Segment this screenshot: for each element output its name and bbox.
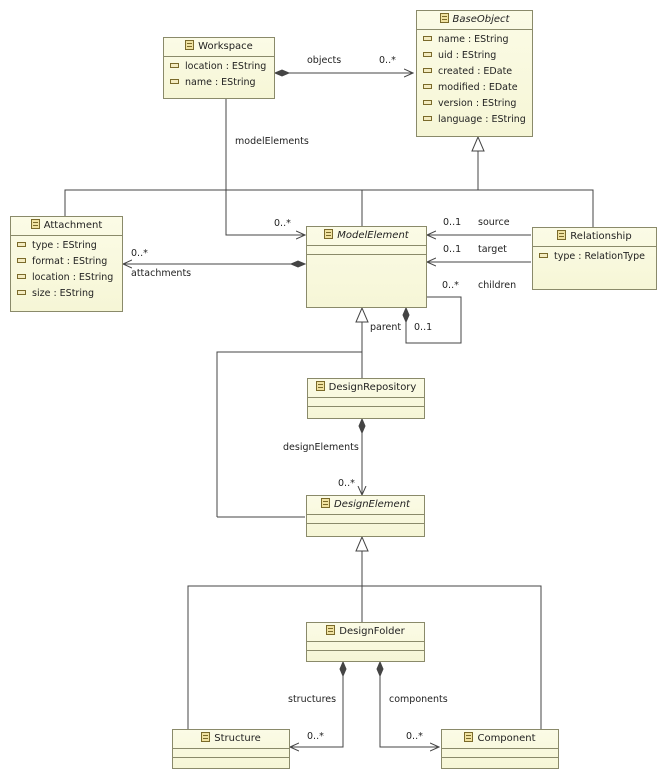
attribute: language : EString bbox=[423, 112, 526, 128]
class-modelelement[interactable]: ModelElement bbox=[306, 226, 427, 308]
inherit-triangle-modelelement bbox=[355, 306, 369, 323]
class-designfolder[interactable]: DesignFolder bbox=[306, 622, 425, 662]
attribute-icon bbox=[423, 52, 432, 57]
attribute-icon bbox=[423, 84, 432, 89]
class-icon bbox=[324, 229, 334, 239]
attribute: name : EString bbox=[423, 32, 526, 48]
attribute-icon bbox=[17, 258, 26, 263]
label-attachments-mult: 0..* bbox=[131, 248, 148, 259]
class-name: Relationship bbox=[570, 231, 632, 242]
label-modelelements: modelElements bbox=[235, 136, 309, 147]
label-objects: objects bbox=[307, 55, 342, 66]
class-attachment[interactable]: Attachment type : EString format : EStri… bbox=[10, 216, 123, 312]
class-name: DesignElement bbox=[334, 499, 410, 510]
inherit-bus bbox=[64, 189, 594, 227]
class-component[interactable]: Component bbox=[441, 729, 559, 769]
class-name: Structure bbox=[214, 733, 261, 744]
class-name: BaseObject bbox=[452, 14, 510, 25]
children-edge bbox=[405, 296, 462, 344]
class-designelement[interactable]: DesignElement bbox=[306, 495, 425, 537]
attribute-icon bbox=[170, 63, 179, 68]
attribute-icon bbox=[17, 290, 26, 295]
attribute-icon bbox=[423, 100, 432, 105]
attribute-icon bbox=[423, 116, 432, 121]
components-diamond bbox=[376, 660, 384, 678]
attribute: location : EString bbox=[170, 59, 268, 75]
class-icon bbox=[315, 381, 325, 391]
attribute-icon bbox=[17, 274, 26, 279]
class-name: DesignRepository bbox=[328, 382, 417, 393]
structures-diamond bbox=[339, 660, 347, 678]
attribute-icon bbox=[17, 242, 26, 247]
class-baseobject[interactable]: BaseObject name : EString uid : EString … bbox=[416, 10, 533, 137]
attribute: version : EString bbox=[423, 96, 526, 112]
attribute: uid : EString bbox=[423, 48, 526, 64]
label-components: components bbox=[389, 694, 448, 705]
class-icon bbox=[326, 625, 336, 635]
designelements-diamond bbox=[358, 417, 366, 435]
attachments-diamond bbox=[289, 260, 307, 268]
label-target-mult: 0..1 bbox=[443, 244, 462, 255]
attribute-icon bbox=[170, 79, 179, 84]
label-source: source bbox=[478, 217, 510, 228]
class-icon bbox=[439, 13, 449, 23]
attribute: type : EString bbox=[17, 238, 116, 254]
components-edge bbox=[379, 676, 439, 747]
attribute: modified : EDate bbox=[423, 80, 526, 96]
attribute-icon bbox=[423, 68, 432, 73]
class-name: ModelElement bbox=[337, 230, 409, 241]
inherit-triangle-designelement bbox=[355, 535, 369, 552]
label-structures: structures bbox=[288, 694, 337, 705]
class-icon bbox=[185, 40, 195, 50]
class-icon bbox=[464, 732, 474, 742]
attribute: size : EString bbox=[17, 286, 116, 302]
children-diamond bbox=[402, 306, 410, 324]
inherit-bus-designelement bbox=[187, 585, 542, 729]
objects-diamond bbox=[273, 69, 291, 77]
class-name: DesignFolder bbox=[339, 626, 405, 637]
class-designrepository[interactable]: DesignRepository bbox=[307, 378, 425, 419]
attribute: location : EString bbox=[17, 270, 116, 286]
label-designelements-mult: 0..* bbox=[338, 478, 355, 489]
label-children: children bbox=[478, 280, 517, 291]
label-parent: parent bbox=[370, 322, 402, 333]
label-children-mult: 0..* bbox=[442, 280, 459, 291]
label-target: target bbox=[478, 244, 507, 255]
class-icon bbox=[321, 498, 331, 508]
label-modelelements-mult: 0..* bbox=[274, 218, 291, 229]
class-icon bbox=[30, 219, 40, 229]
class-name: Workspace bbox=[198, 41, 253, 52]
attribute-icon bbox=[423, 36, 432, 41]
attribute-icon bbox=[539, 253, 548, 258]
class-icon bbox=[201, 732, 211, 742]
label-designelements: designElements bbox=[283, 442, 359, 453]
attribute: format : EString bbox=[17, 254, 116, 270]
class-icon bbox=[557, 230, 567, 240]
class-structure[interactable]: Structure bbox=[172, 729, 290, 769]
label-structures-mult: 0..* bbox=[307, 731, 324, 742]
attribute: created : EDate bbox=[423, 64, 526, 80]
modelelements-edge bbox=[225, 99, 305, 235]
label-parent-mult: 0..1 bbox=[414, 322, 433, 333]
inherit-bus-modelelement bbox=[216, 351, 362, 517]
class-name: Component bbox=[477, 733, 536, 744]
attribute: type : RelationType bbox=[539, 249, 650, 265]
class-relationship[interactable]: Relationship type : RelationType bbox=[532, 227, 657, 290]
structures-edge bbox=[290, 676, 344, 747]
class-name: Attachment bbox=[43, 220, 103, 231]
class-workspace[interactable]: Workspace location : EString name : EStr… bbox=[163, 37, 275, 99]
attribute: name : EString bbox=[170, 75, 268, 91]
label-source-mult: 0..1 bbox=[443, 217, 462, 228]
inherit-triangle-baseobject bbox=[471, 135, 485, 152]
label-components-mult: 0..* bbox=[406, 731, 423, 742]
label-attachments: attachments bbox=[131, 268, 192, 279]
label-objects-mult: 0..* bbox=[379, 55, 396, 66]
